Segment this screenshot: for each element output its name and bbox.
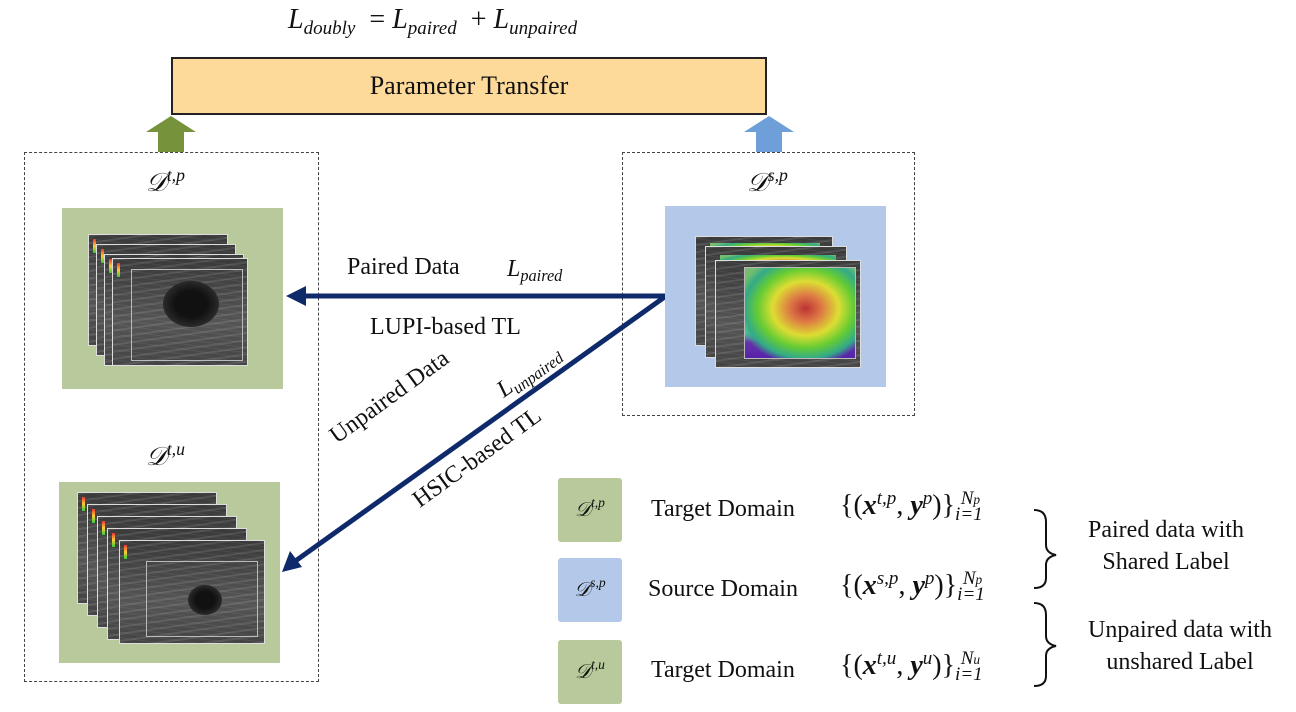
paired-brace-line1: Paired data with (1088, 517, 1244, 543)
formula-lhs: L (288, 4, 304, 35)
target-domain-group (24, 152, 319, 682)
ultrasound-image (112, 258, 248, 366)
source-paired-symbol: 𝒟 (747, 168, 768, 197)
formula-term2-sub: unpaired (509, 18, 578, 40)
legend-1-y-sup: p (924, 567, 935, 589)
brace-unpaired-icon (1033, 602, 1057, 687)
legend-2-x-sup: t,u (876, 647, 897, 669)
target-unpaired-symbol: 𝒟 (146, 442, 167, 471)
legend-1-name: Source Domain (648, 576, 798, 602)
formula-eq: = (369, 4, 386, 35)
legend-0-y-sup: p (922, 487, 933, 509)
green-up-arrow-icon (146, 116, 196, 152)
legend-1-lim: i=1 (957, 584, 985, 606)
formula-term1: L (392, 4, 408, 35)
unpaired-brace-label: Unpaired data with unshared Label (1070, 614, 1290, 678)
legend-1-y: y (912, 570, 925, 601)
paired-loss-sub: paired (520, 266, 563, 286)
paired-arrowhead-icon (286, 286, 306, 306)
source-domain-group (622, 152, 915, 416)
legend-1-symbol: 𝒟 (574, 578, 591, 601)
legend-1-formula: {(xs,p, yp)}i=1Np (840, 567, 985, 606)
loss-formula: Ldoubly = Lpaired + Lunpaired (288, 4, 578, 40)
parameter-transfer-box: Parameter Transfer (171, 57, 767, 115)
legend-1-N-sub: p (975, 571, 983, 587)
lesion-shape (188, 585, 222, 615)
source-paired-sup: s,p (767, 165, 788, 186)
legend-2-lim: i=1 (955, 664, 983, 686)
legend-1-x: x (862, 570, 877, 601)
unpaired-brace-line2: unshared Label (1106, 649, 1254, 675)
legend-0-sup: t,p (590, 494, 605, 510)
source-paired-panel (665, 206, 886, 387)
target-unpaired-sup: t,u (166, 439, 185, 460)
legend-2-symbol: 𝒟 (575, 660, 591, 683)
target-unpaired-panel (59, 482, 280, 663)
legend-2-sup: t,u (590, 656, 605, 672)
legend-0-N-sub: p (973, 491, 981, 507)
ultrasound-image (119, 540, 265, 644)
target-paired-title: 𝒟t,p (146, 165, 185, 199)
formula-lhs-sub: doubly (303, 18, 356, 40)
legend-1-x-sup: s,p (876, 567, 899, 589)
legend-1-sup: s,p (590, 574, 606, 590)
parameter-transfer-label: Parameter Transfer (369, 71, 569, 100)
brace-paired-icon (1033, 509, 1057, 589)
legend-2-x: x (862, 650, 877, 681)
legend-2-N-sub: u (973, 651, 981, 667)
legend-1-N: N (962, 567, 976, 589)
paired-loss-symbol: L (507, 256, 521, 282)
target-paired-symbol: 𝒟 (146, 168, 167, 197)
target-paired-panel (62, 208, 283, 389)
legend-0-y: y (910, 490, 923, 521)
unpaired-arrow (292, 293, 668, 565)
paired-brace-line2: Shared Label (1102, 549, 1230, 575)
lesion-shape (163, 281, 219, 327)
blue-up-arrow-icon (744, 116, 794, 152)
legend-0-x: x (862, 490, 877, 521)
legend-2-y: y (910, 650, 923, 681)
legend-0-name: Target Domain (651, 496, 795, 522)
legend-0-symbol: 𝒟 (575, 498, 591, 521)
source-paired-title: 𝒟s,p (747, 165, 788, 199)
legend-0-formula: {(xt,p, yp)}i=1Np (840, 487, 983, 526)
legend-2-N: N (960, 647, 974, 669)
legend-2-formula: {(xt,u, yu)}i=1Nu (840, 647, 983, 686)
formula-term1-sub: paired (407, 18, 457, 40)
lupi-method-label: LUPI-based TL (370, 314, 521, 340)
formula-term2: L (493, 4, 510, 35)
legend-2-y-sup: u (922, 647, 933, 669)
strain-map (744, 267, 856, 359)
paired-data-label: Paired Data (347, 254, 460, 280)
paired-loss-label: Lpaired (507, 256, 563, 286)
legend-0-lim: i=1 (955, 504, 983, 526)
legend-0-N: N (960, 487, 974, 509)
elastography-image (715, 260, 861, 368)
target-paired-sup: t,p (166, 165, 185, 186)
legend-2-name: Target Domain (651, 657, 795, 683)
unpaired-brace-line1: Unpaired data with (1088, 617, 1272, 643)
formula-plus: + (470, 4, 487, 35)
paired-brace-label: Paired data with Shared Label (1066, 514, 1266, 578)
unpaired-arrowhead-icon (282, 551, 302, 572)
target-unpaired-title: 𝒟t,u (146, 439, 185, 473)
legend-0-x-sup: t,p (876, 487, 897, 509)
